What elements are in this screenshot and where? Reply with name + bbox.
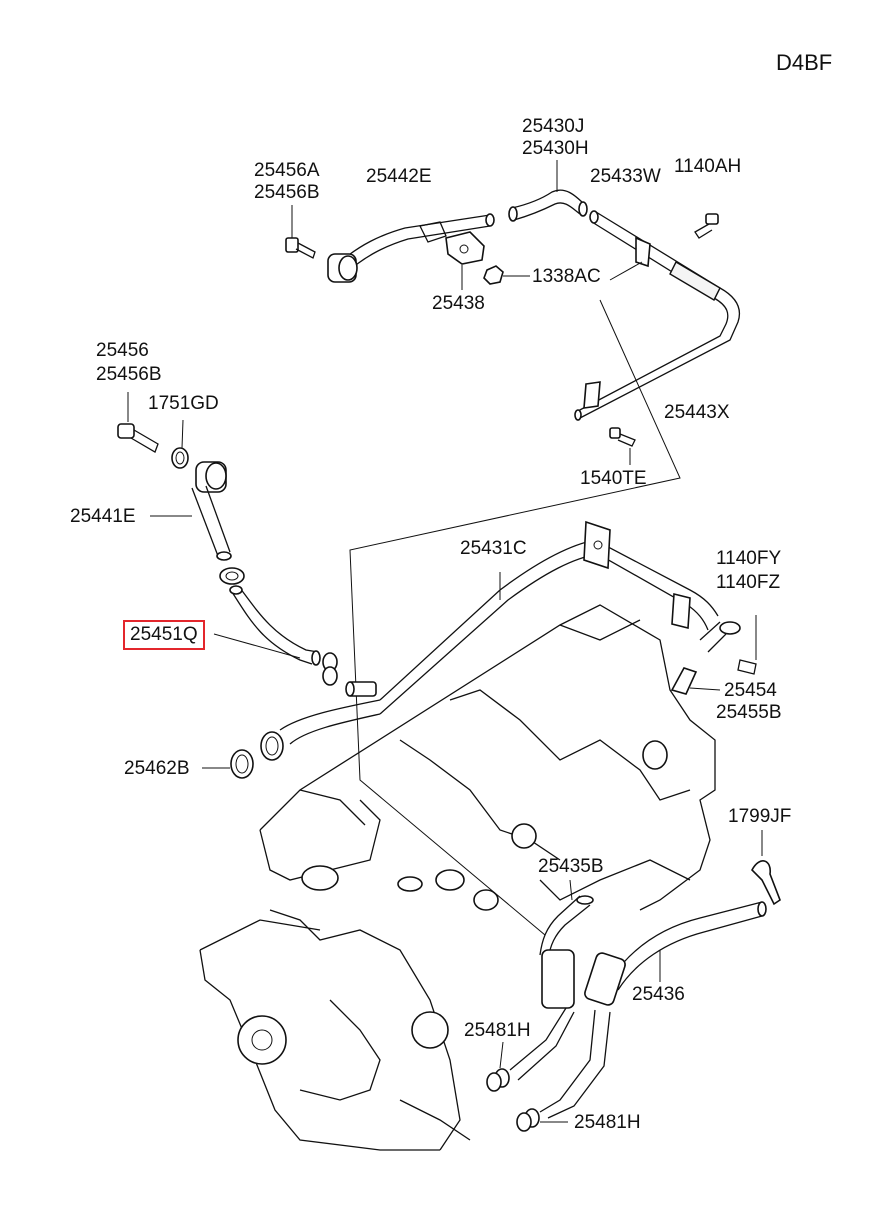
bolt-1540TE bbox=[609, 427, 636, 465]
label-25435B: 25435B bbox=[538, 856, 604, 877]
reference-box bbox=[349, 299, 681, 936]
pipe-25441E bbox=[150, 461, 232, 561]
label-25441E: 25441E bbox=[70, 506, 136, 527]
diagram-code: D4BF bbox=[776, 50, 833, 75]
label-25430J: 25430J bbox=[522, 116, 585, 137]
label-25481H-a: 25481H bbox=[464, 1020, 531, 1041]
label-25454: 25454 bbox=[724, 680, 777, 701]
label-1751GD: 1751GD bbox=[148, 393, 219, 414]
label-25430H: 25430H bbox=[522, 138, 589, 159]
hose-25435B bbox=[509, 879, 594, 1081]
label-1140FZ: 1140FZ bbox=[716, 572, 781, 593]
bolt-1140FY bbox=[737, 615, 757, 675]
label-1140AH: 1140AH bbox=[674, 156, 742, 177]
label-25433W: 25433W bbox=[590, 166, 661, 187]
label-25455B: 25455B bbox=[716, 702, 782, 723]
clamp-25481H-b bbox=[516, 1108, 568, 1132]
label-1338AC: 1338AC bbox=[532, 266, 601, 287]
sleeve-25454 bbox=[670, 667, 721, 695]
pipe-25431C bbox=[279, 520, 741, 745]
hose-25436 bbox=[539, 901, 767, 1119]
label-1140FY: 1140FY bbox=[716, 548, 782, 569]
label-25442E: 25442E bbox=[366, 166, 432, 187]
ring-25462B bbox=[202, 749, 254, 779]
fitting bbox=[345, 681, 377, 697]
clamp-upper bbox=[219, 567, 245, 585]
label-1540TE: 1540TE bbox=[580, 468, 647, 489]
clamp-lower bbox=[322, 652, 338, 686]
label-25438: 25438 bbox=[432, 293, 485, 314]
label-1799JF: 1799JF bbox=[728, 806, 792, 827]
label-25481H-b: 25481H bbox=[574, 1112, 641, 1133]
clamp-25481H-a bbox=[486, 1041, 510, 1092]
pipe-end-25462 bbox=[260, 731, 284, 761]
bolt-1140AH bbox=[694, 213, 719, 239]
hose-25430 bbox=[508, 160, 588, 222]
label-25436: 25436 bbox=[632, 984, 685, 1005]
label-25456B-top: 25456B bbox=[254, 182, 320, 203]
label-25456B-mid: 25456B bbox=[96, 364, 162, 385]
tie-1799JF bbox=[751, 830, 781, 906]
pipe-25443X bbox=[574, 210, 741, 421]
bracket-25438 bbox=[445, 231, 530, 290]
bolt-25456 bbox=[117, 392, 159, 453]
washer-1751GD bbox=[171, 419, 189, 469]
engine-block bbox=[199, 604, 716, 1151]
label-25451Q-highlighted[interactable]: 25451Q bbox=[123, 620, 205, 650]
pipe-25442E bbox=[327, 213, 495, 283]
label-25456A: 25456A bbox=[254, 160, 320, 181]
hose-25451Q bbox=[213, 585, 321, 666]
label-25443X: 25443X bbox=[664, 402, 730, 423]
label-25431C: 25431C bbox=[460, 538, 527, 559]
label-25456: 25456 bbox=[96, 340, 149, 361]
label-25462B: 25462B bbox=[124, 758, 190, 779]
bolt-25456A bbox=[285, 205, 316, 259]
